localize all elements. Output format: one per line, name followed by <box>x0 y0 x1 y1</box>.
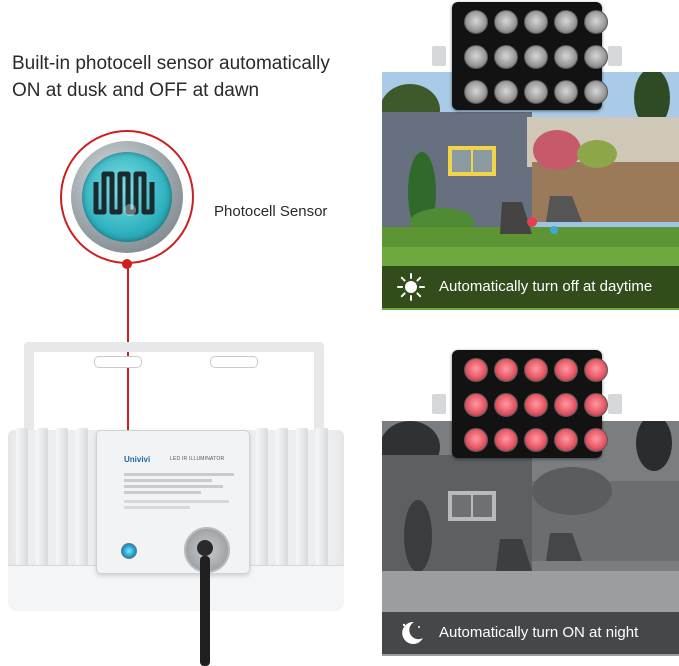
led-off <box>494 10 518 34</box>
heatsink-fin <box>276 428 288 568</box>
mount-tab <box>432 394 446 414</box>
led-on <box>464 428 488 452</box>
heatsink-fin <box>256 428 268 568</box>
headline-line-1: Built-in photocell sensor automatically <box>12 53 330 74</box>
photocell-sensor-closeup <box>82 152 172 242</box>
led-off <box>494 45 518 69</box>
brand-logo: Univivi <box>124 455 151 464</box>
photocell-sensor-label: Photocell Sensor <box>214 203 328 220</box>
led-off <box>524 80 548 104</box>
sun-icon <box>397 273 425 301</box>
led-off <box>464 10 488 34</box>
led-off <box>464 80 488 104</box>
heatsink-fin <box>16 428 28 568</box>
mounting-bracket <box>24 342 324 442</box>
heatsink-fin <box>316 428 328 568</box>
heatsink-fin <box>56 428 68 568</box>
moon-icon <box>402 621 423 644</box>
bracket-slot <box>210 356 258 368</box>
led-off <box>554 10 578 34</box>
power-cable <box>200 556 210 666</box>
led-off <box>584 45 608 69</box>
led-on <box>494 428 518 452</box>
daytime-backyard-scene <box>382 72 679 310</box>
led-off <box>554 80 578 104</box>
mount-tab <box>608 46 622 66</box>
led-on <box>554 428 578 452</box>
heatsink-fin <box>36 428 48 568</box>
photocell-serpentine-icon <box>93 171 155 216</box>
led-off <box>524 45 548 69</box>
led-on <box>584 358 608 382</box>
daytime-caption-bar: Automatically turn off at daytime <box>382 266 679 308</box>
led-off <box>464 45 488 69</box>
mount-tab <box>608 394 622 414</box>
spec-label-block <box>124 470 234 512</box>
led-panel-on <box>452 350 608 458</box>
ir-illuminator-night <box>432 350 622 468</box>
led-on <box>524 358 548 382</box>
photocell-sensor <box>121 543 137 559</box>
led-off <box>524 10 548 34</box>
led-panel-off <box>452 2 608 110</box>
led-off <box>584 80 608 104</box>
led-on <box>524 393 548 417</box>
headline: Built-in photocell sensor automatically … <box>12 50 372 104</box>
nighttime-caption: Automatically turn ON at night <box>439 624 639 641</box>
callout-connector-line <box>127 264 129 546</box>
led-on <box>524 428 548 452</box>
ir-illuminator-day <box>432 2 622 120</box>
daytime-caption: Automatically turn off at daytime <box>439 278 653 295</box>
heatsink-fin <box>76 428 88 568</box>
led-off <box>554 45 578 69</box>
led-off <box>494 80 518 104</box>
led-on <box>464 393 488 417</box>
led-on <box>584 428 608 452</box>
mount-tab <box>432 46 446 66</box>
led-on <box>494 358 518 382</box>
led-on <box>554 393 578 417</box>
product-label: LED IR ILLUMINATOR <box>170 456 225 462</box>
led-on <box>584 393 608 417</box>
led-on <box>464 358 488 382</box>
nighttime-caption-bar: Automatically turn ON at night <box>382 612 679 654</box>
headline-line-2: ON at dusk and OFF at dawn <box>12 80 260 101</box>
cable-gland-core <box>197 540 213 556</box>
led-on <box>554 358 578 382</box>
led-on <box>494 393 518 417</box>
led-off <box>584 10 608 34</box>
heatsink-fin <box>296 428 308 568</box>
bracket-slot <box>94 356 142 368</box>
